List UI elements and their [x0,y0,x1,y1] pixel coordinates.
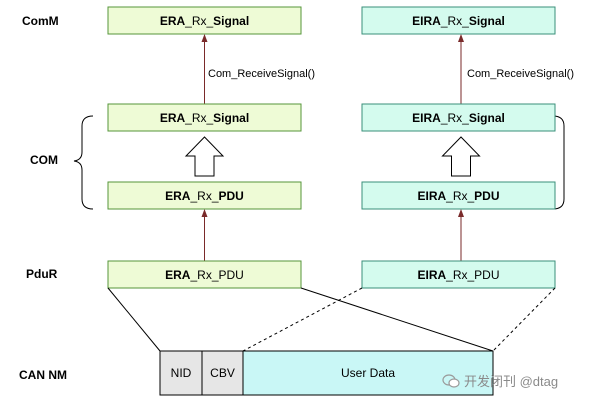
era-receive-signal-call: Com_ReceiveSignal() [208,68,315,80]
eira-com-pdu-label: EIRA_Rx_PDU [417,189,499,203]
eira-mapping-line-left [242,287,363,352]
eira-com-pdu-box [361,181,556,210]
era-mapping-line-right [300,287,494,352]
era-column: ERA_Rx_Signal Com_ReceiveSignal() ERA_Rx… [107,6,315,289]
wechat-icon [442,373,460,388]
com-left-brace [73,115,94,210]
layer-label-pdur: PduR [26,267,58,281]
eira-column: EIRA_Rx_Signal Com_ReceiveSignal() EIRA_… [361,6,574,289]
eira-receive-signal-call: Com_ReceiveSignal() [467,68,574,80]
era-com-pdu-box [107,181,302,210]
user-data-field-label: User Data [341,366,395,380]
nid-field [159,350,203,396]
can-nm-frame: NID CBV User Data [159,350,494,396]
layer-label-com: COM [30,153,58,167]
era-mapping-line-left [107,287,161,352]
cbv-field-label: CBV [210,366,235,380]
era-com-signal-box [107,103,302,132]
era-pdu-to-signal-block-arrow [184,136,225,177]
com-right-brace [552,115,565,210]
cbv-field [201,350,244,396]
eira-pdur-pdu-label: EIRA_Rx_PDU [417,268,499,282]
era-comm-signal-label: ERA_Rx_Signal [160,14,249,28]
eira-com-signal-label: EIRA_Rx_Signal [412,111,505,125]
era-com-signal-label: ERA_Rx_Signal [160,111,249,125]
eira-com-signal-box [361,103,556,132]
era-pdur-pdu-label: ERA_Rx_PDU [165,268,244,282]
eira-pdur-pdu-box [361,260,556,289]
era-pdur-pdu-box [107,260,302,289]
eira-comm-signal-label: EIRA_Rx_Signal [412,14,505,28]
user-data-field [242,350,494,396]
era-com-pdu-label: ERA_Rx_PDU [165,189,244,203]
eira-pdu-to-signal-block-arrow [441,136,481,177]
eira-mapping-line-right [492,287,556,352]
layer-label-comm: ComM [22,14,59,28]
layer-label-cannm: CAN NM [19,368,67,382]
watermark-text: 开发闭刊 @dtag [464,374,559,389]
nid-field-label: NID [171,366,192,380]
watermark: 开发闭刊 @dtag [442,371,558,390]
